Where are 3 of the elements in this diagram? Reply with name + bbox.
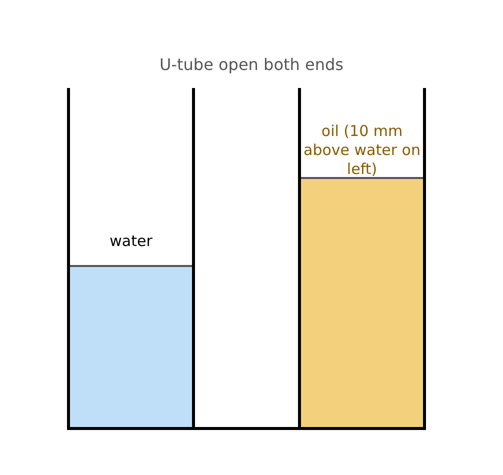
oil-label: oil (10 mm above water on left) [302,122,422,178]
diagram-title: U-tube open both ends [158,55,344,74]
water-label: water [108,232,154,251]
